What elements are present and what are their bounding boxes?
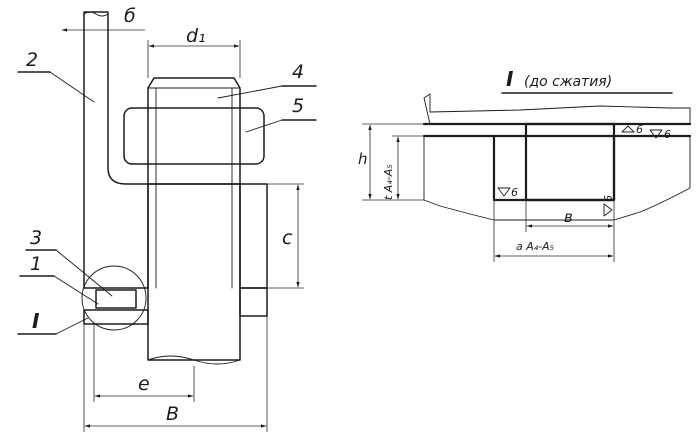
part-label-3: 3 [30, 227, 42, 249]
counter-flange-lower [239, 287, 268, 317]
leader-5 [245, 119, 283, 133]
roughness-symbol-1: 6 [621, 123, 643, 136]
dim-gap-label: б [124, 5, 136, 27]
part-label-1: 1 [30, 253, 42, 275]
roughness-symbol-3: 6 [497, 186, 518, 199]
dim-a-label: a A₄-A₅ [516, 240, 554, 253]
counter-flange [239, 183, 268, 289]
detail-title-caption: (до сжатия) [524, 74, 612, 90]
left-view: б d₁ c e B 2 4 5 3 [17, 5, 317, 432]
dim-c-label: c [282, 227, 293, 249]
dim-e-label: e [138, 373, 150, 395]
part-label-5: 5 [292, 95, 304, 117]
part-label-4: 4 [292, 61, 304, 83]
roughness-4-value: 6 [602, 195, 615, 202]
nut [123, 107, 265, 165]
leader-3 [55, 249, 113, 297]
flange-break-line [83, 11, 109, 17]
upper-plate [423, 93, 691, 125]
detail-title-mark: I [506, 67, 514, 91]
dim-b-label: B [166, 403, 179, 425]
leader-4 [217, 85, 283, 99]
dim-d1-label: d₁ [186, 25, 206, 47]
flange-plate [83, 11, 149, 289]
dim-b2-label: в [564, 208, 573, 226]
roughness-symbol-4: 6 [602, 195, 615, 217]
gasket [95, 289, 137, 309]
section-mark-leader [55, 317, 89, 335]
part-label-2: 2 [26, 49, 38, 71]
leader-2 [49, 71, 95, 103]
roughness-1-value: 6 [636, 123, 643, 136]
detail-circle [81, 265, 147, 331]
roughness-3-value: 6 [511, 186, 518, 199]
bolt-break [147, 355, 241, 365]
flange-lower [83, 309, 149, 325]
dim-t-label: t A₄-A₅ [382, 164, 395, 200]
roughness-symbol-2: 6 [649, 128, 671, 141]
roughness-2-value: 6 [664, 128, 671, 141]
counter-flange-bottom [239, 287, 268, 317]
bolt-shank [147, 183, 241, 361]
dim-h-label: h [358, 150, 368, 168]
detail-view: I (до сжатия) h t A₄-A₅ в a A₄-A₅ [358, 67, 692, 262]
gasket-top-fill [525, 123, 615, 137]
bolt-top [147, 77, 241, 185]
lower-body [423, 135, 691, 221]
leader-1 [53, 275, 99, 305]
section-mark-label: I [32, 309, 40, 333]
